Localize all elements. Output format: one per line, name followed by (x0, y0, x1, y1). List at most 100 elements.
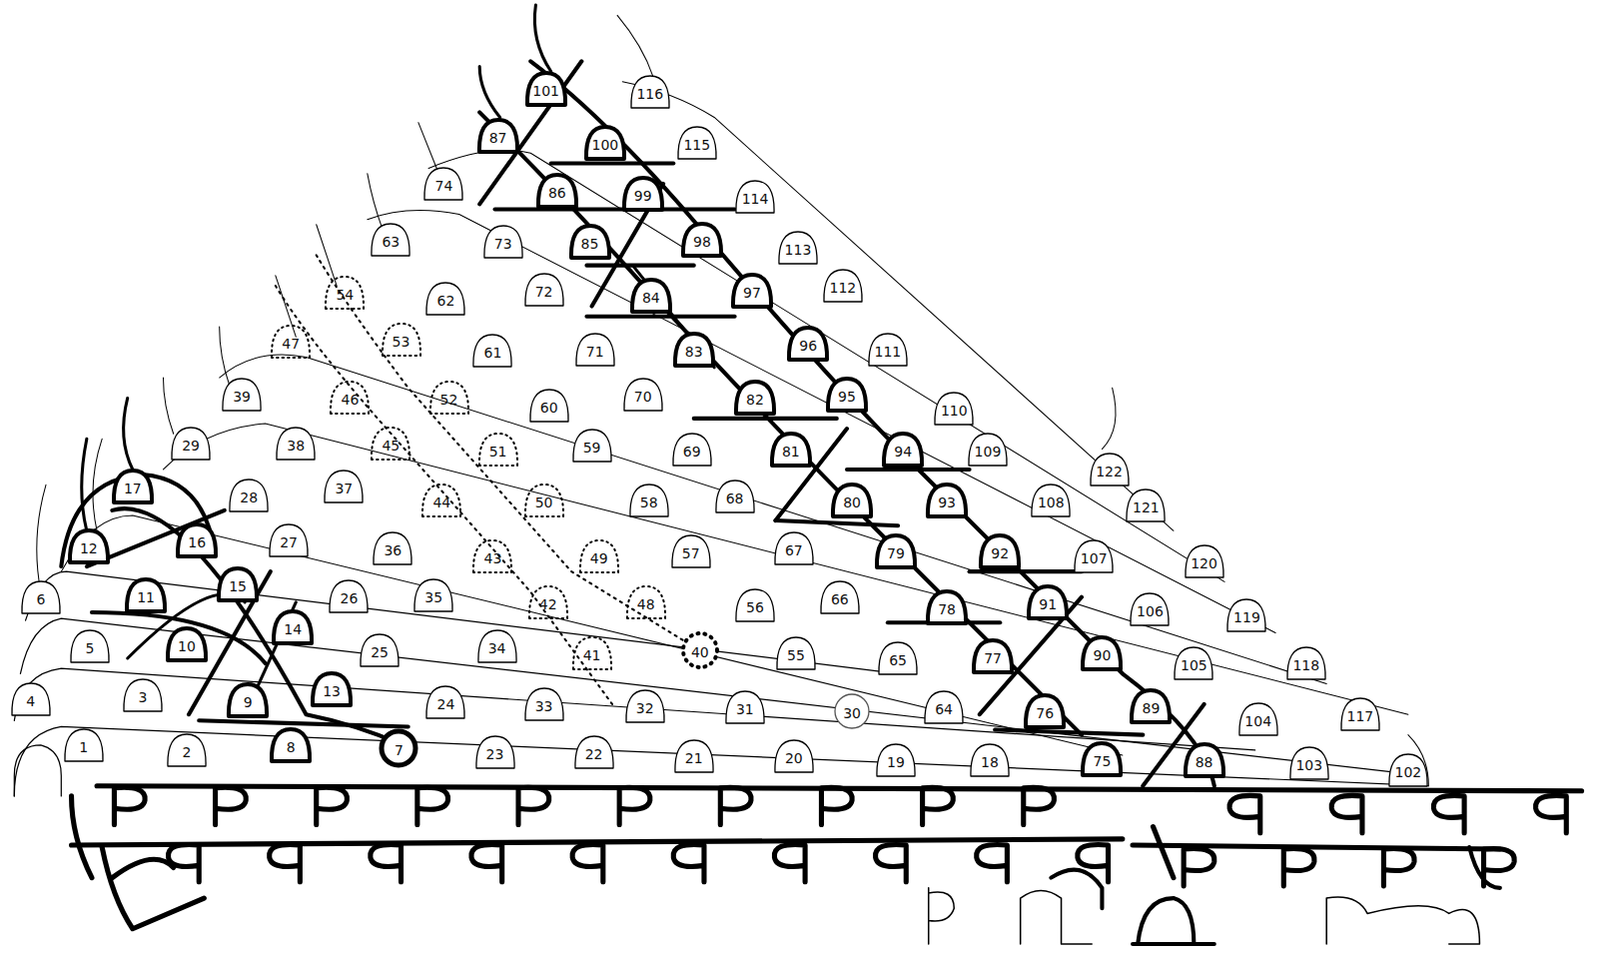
chart-stroke (1023, 787, 1055, 824)
stitch-petal: 12 (66, 527, 111, 566)
stitch-number: 51 (476, 442, 521, 459)
chart-stroke (1183, 848, 1215, 886)
chart-stroke (219, 326, 230, 386)
stitch-number: 119 (1224, 609, 1269, 626)
stitch-number: 107 (1071, 549, 1116, 566)
stitch-petal: 11 (123, 576, 168, 615)
stitch-number: 25 (357, 643, 402, 660)
chart-stroke (820, 787, 852, 824)
stitch-petal: 68 (713, 477, 758, 516)
stitch-petal: 98 (680, 220, 725, 259)
stitch-petal: 35 (411, 576, 456, 615)
chart-stroke (275, 285, 613, 705)
stitch-petal: 6 (18, 578, 63, 617)
chart-stroke (1050, 868, 1102, 908)
stitch-petal: 75 (1079, 740, 1124, 779)
chart-stroke (534, 4, 551, 71)
chart-stroke (619, 787, 651, 824)
stitch-number: 113 (776, 241, 820, 258)
stitch-petal: 87 (476, 116, 521, 155)
stitch-petal: 50 (522, 481, 567, 520)
stitch-number: 56 (733, 598, 778, 615)
stitch-number: 100 (583, 136, 628, 153)
stitch-number: 31 (723, 701, 768, 718)
chart-stroke (269, 843, 301, 881)
stitch-number: 19 (873, 754, 918, 771)
chart-stroke (969, 569, 1082, 574)
stitch-number: 112 (820, 279, 865, 296)
stitch-number: 72 (522, 283, 567, 300)
stitch-petal: 31 (723, 688, 768, 727)
stitch-petal: 44 (419, 481, 464, 520)
stitch-petal: 109 (965, 430, 1010, 469)
stitch-petal: 120 (1182, 542, 1227, 581)
stitch-petal: 71 (573, 330, 618, 369)
stitch-petal: 47 (268, 322, 313, 361)
chart-stroke (1383, 848, 1415, 886)
chart-stroke (1331, 795, 1363, 832)
stitch-petal: 46 (327, 378, 372, 417)
stitch-petal: 34 (475, 627, 520, 666)
stitch-number: 118 (1284, 657, 1329, 674)
stitch-number: 62 (423, 292, 468, 309)
stitch-number: 27 (266, 534, 311, 551)
stitch-petal: 55 (774, 634, 818, 673)
stitch-petal: 17 (110, 467, 155, 506)
chart-stroke (367, 209, 1276, 633)
stitch-petal: 32 (623, 687, 668, 726)
chart-stroke (92, 438, 102, 531)
stitch-number: 116 (628, 85, 673, 102)
stitch-petal: 54 (322, 273, 367, 312)
stitch-petal: 29 (168, 424, 213, 463)
stitch-number: 6 (18, 590, 63, 607)
stitch-number: 121 (1123, 498, 1168, 515)
chart-stroke (1536, 795, 1568, 832)
stitch-number: 4 (8, 692, 53, 709)
stitch-petal: 13 (309, 670, 354, 709)
stitch-petal: 76 (1022, 692, 1067, 731)
stitch-number: 108 (1028, 493, 1073, 510)
chart-stroke (928, 887, 955, 944)
stitch-petal: 97 (730, 271, 775, 310)
stitch-number: 5 (67, 639, 112, 656)
stitch-number: 47 (268, 335, 313, 352)
chart-stroke (551, 160, 675, 165)
stitch-number: 115 (675, 136, 720, 153)
stitch-petal: 70 (621, 375, 666, 414)
stitch-petal: 104 (1236, 700, 1281, 739)
chart-stroke (428, 149, 1225, 582)
stitch-number: 103 (1287, 757, 1332, 774)
stitch-number: 14 (270, 621, 315, 638)
stitch-number: 82 (733, 391, 778, 408)
stitch-petal: 92 (977, 532, 1022, 571)
chart-stroke (316, 787, 348, 824)
stitch-petal: 57 (669, 532, 714, 571)
stitch-petal: 2 (164, 731, 209, 770)
stitch-number: 48 (624, 595, 669, 612)
stitch-number: 59 (570, 439, 615, 456)
stitch-number: 42 (526, 595, 571, 612)
stitch-number: 32 (623, 700, 668, 717)
stitch-number: 53 (379, 333, 424, 350)
stitch-number: 95 (824, 388, 869, 405)
stitch-number: 61 (470, 344, 515, 361)
chart-stroke (91, 612, 266, 664)
stitch-petal: 103 (1287, 744, 1332, 783)
chart-stroke (370, 843, 402, 881)
stitch-petal: 27 (266, 521, 311, 560)
stitch-number: 9 (225, 693, 270, 710)
stitch-petal: 69 (670, 430, 715, 469)
stitch-petal: 90 (1079, 634, 1124, 673)
stitch-petal: 80 (829, 481, 874, 520)
stitch-number: 70 (621, 388, 666, 405)
stitch-number: 41 (570, 646, 615, 663)
stitch-petal: 74 (421, 164, 466, 203)
stitch-number: 78 (924, 600, 969, 617)
chart-stroke (617, 14, 654, 76)
stitch-petal: 111 (865, 330, 910, 369)
chart-stroke (1020, 889, 1093, 944)
stitch-petal: 63 (368, 220, 413, 259)
stitch-petal: 115 (675, 123, 720, 162)
stitch-petal: 58 (627, 481, 672, 520)
stitch-number: 50 (522, 493, 567, 510)
